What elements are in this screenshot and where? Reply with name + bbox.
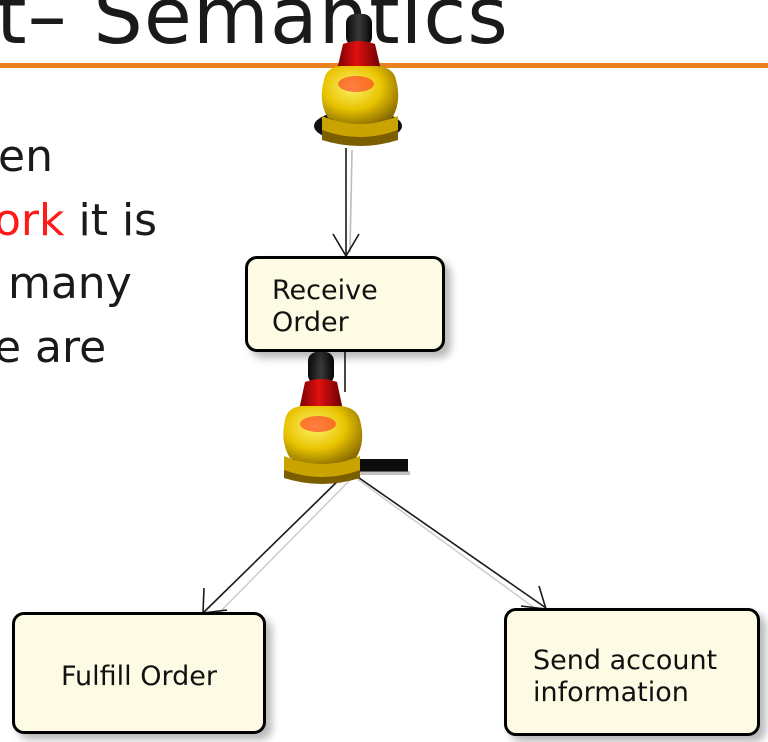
- bullet-line-4-text: e are: [0, 322, 107, 373]
- token-bottle-icon: [283, 352, 363, 484]
- token-bottle-icon: [321, 14, 399, 146]
- bullet-line-2: ork it is: [0, 195, 157, 246]
- bullet-line-3: many: [0, 258, 132, 309]
- send-account-line-1: Send account: [533, 645, 718, 676]
- fulfill-order-label: Fulfill Order: [61, 661, 217, 692]
- receive-order-line-1: Receive: [272, 275, 378, 306]
- action-node-fulfill-order: Fulfill Order: [12, 612, 266, 734]
- bullet-line-2-text: it is: [64, 195, 158, 246]
- action-node-send-account-information: Send account information: [504, 608, 760, 736]
- slide-title: t– Semantics: [0, 0, 509, 62]
- bullet-line-1: en: [0, 131, 53, 182]
- title-underline: [0, 63, 768, 68]
- edge-fork-to-fulfill: [202, 472, 353, 619]
- receive-order-line-2: Order: [272, 307, 349, 338]
- bullet-line-4: e are: [0, 322, 106, 373]
- edge-fork-to-send: [351, 472, 548, 613]
- edge-initial-to-receive: [332, 148, 360, 258]
- bullet-line-1-text: en: [0, 131, 53, 182]
- send-account-line-2: information: [533, 677, 689, 708]
- bullet-line-2-highlight: ork: [0, 195, 65, 246]
- action-node-receive-order: Receive Order: [245, 256, 445, 352]
- bullet-line-3-text: many: [0, 258, 132, 309]
